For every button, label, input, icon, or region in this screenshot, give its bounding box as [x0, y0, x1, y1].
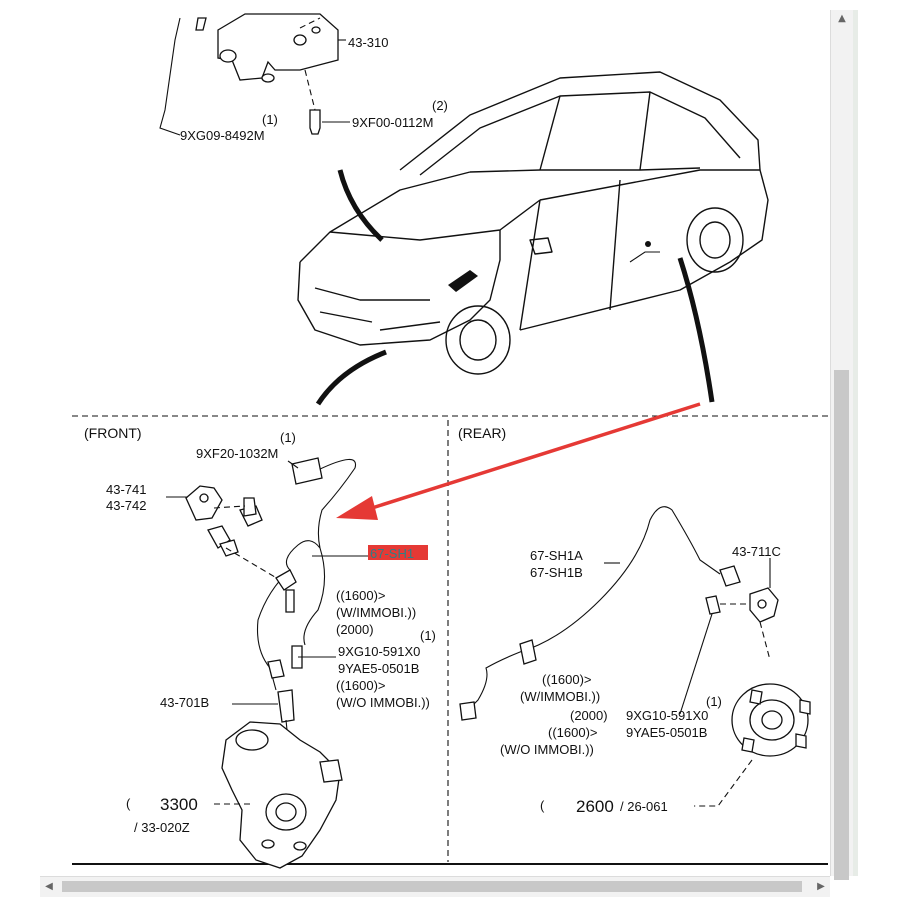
front-bolt-qty: (1): [280, 430, 296, 445]
rear-screw-number-b: 9YAE5-0501B: [626, 725, 707, 740]
horizontal-scrollbar[interactable]: ◀ ▶: [40, 876, 830, 897]
front-rotor-number: 43-701B: [160, 695, 209, 710]
vertical-scrollbar[interactable]: ▲: [830, 10, 853, 880]
front-note-1: ((1600)>: [336, 588, 386, 603]
front-screw-number-b: 9YAE5-0501B: [338, 661, 419, 676]
rear-note-2: (W/IMMOBI.)): [520, 689, 600, 704]
front-screw-qty: (1): [420, 628, 436, 643]
vertical-scroll-thumb[interactable]: [834, 370, 849, 880]
rear-ref-glyph: (: [540, 798, 545, 813]
sensor-part-highlight: [368, 545, 428, 560]
front-knuckle-sub-number: / 33-020Z: [134, 820, 190, 835]
bracket-bolt-number: 9XF00-0112M: [352, 115, 433, 130]
front-clamp-number-b: 43-742: [106, 498, 146, 513]
window-edge: [852, 10, 858, 876]
horizontal-scroll-thumb[interactable]: [62, 881, 802, 892]
front-ref-glyph: (: [126, 796, 131, 811]
scroll-right-icon[interactable]: ▶: [817, 881, 825, 892]
front-section-title: (FRONT): [84, 425, 142, 441]
front-note-5: (W/O IMMOBI.)): [336, 695, 430, 710]
scroll-up-icon[interactable]: ▲: [838, 13, 846, 24]
car-illustration: [297, 71, 769, 406]
rear-harness-number-a: 67-SH1A: [530, 548, 583, 563]
rear-hub-number: 2600: [576, 797, 614, 816]
rear-screw-number-a: 9XG10-591X0: [626, 708, 708, 723]
rear-note-1: ((1600)>: [542, 672, 592, 687]
front-note-3: (2000): [336, 622, 374, 637]
front-sensor-number: 67-SH1: [370, 546, 414, 561]
bracket-screw-number: 9XG09-8492M: [180, 128, 265, 143]
rear-note-5: (W/O IMMOBI.)): [500, 742, 594, 757]
rear-sensor-assembly: [459, 506, 811, 807]
front-knuckle-number: 3300: [160, 795, 198, 814]
rear-note-4: ((1600)>: [548, 725, 598, 740]
front-screw-number-a: 9XG10-591X0: [338, 644, 420, 659]
bracket-assembly: [159, 13, 350, 136]
front-note-4: ((1600)>: [336, 678, 386, 693]
bracket-part-number: 43-310: [348, 35, 388, 50]
front-clamp-number-a: 43-741: [106, 482, 146, 497]
rear-section-title: (REAR): [458, 425, 506, 441]
scroll-left-icon[interactable]: ◀: [45, 881, 53, 892]
front-sensor-assembly: [166, 457, 368, 869]
bracket-bolt-qty: (2): [432, 98, 448, 113]
rear-note-3: (2000): [570, 708, 608, 723]
rear-hub-sub-number: / 26-061: [620, 799, 668, 814]
bracket-screw-qty: (1): [262, 112, 278, 127]
rear-screw-qty: (1): [706, 694, 722, 709]
rear-sensor-number: 43-711C: [732, 544, 781, 559]
front-bolt-number: 9XF20-1032M: [196, 446, 278, 461]
highlight-pointer-arrow: [336, 402, 701, 520]
front-note-2: (W/IMMOBI.)): [336, 605, 416, 620]
rear-harness-number-b: 67-SH1B: [530, 565, 583, 580]
